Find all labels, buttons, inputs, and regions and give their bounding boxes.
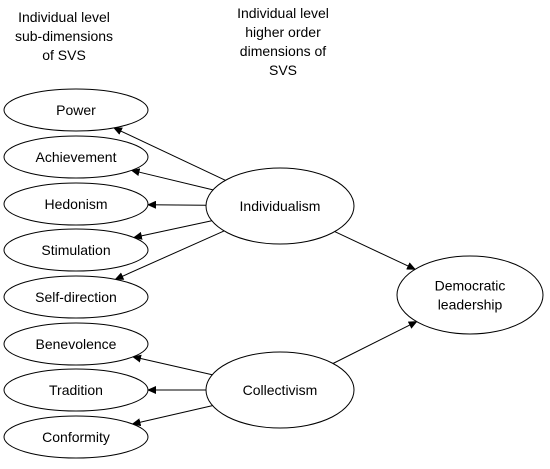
edges bbox=[112, 127, 418, 427]
node-label: Conformity bbox=[42, 429, 110, 445]
arrow-individualism-to-self-direction bbox=[114, 230, 225, 280]
node-ellipse bbox=[3, 322, 149, 366]
header-line: dimensions of bbox=[240, 43, 326, 59]
column-header-higher-order: Individual level higher order dimensions… bbox=[237, 5, 329, 78]
node-label: Achievement bbox=[36, 149, 117, 165]
node-label: Power bbox=[56, 102, 96, 118]
node-ellipse bbox=[3, 182, 149, 226]
column-header-sub-dimensions: Individual level sub-dimensions of SVS bbox=[15, 9, 113, 63]
arrow-collectivism-to-conformity bbox=[131, 405, 213, 427]
node-label: Stimulation bbox=[41, 242, 110, 258]
node-label: Collectivism bbox=[243, 382, 318, 398]
header-line: Individual level bbox=[18, 9, 110, 25]
node-power: Power bbox=[3, 88, 149, 132]
arrow-individualism-to-democratic-leadership bbox=[334, 231, 417, 270]
node-ellipse bbox=[205, 167, 355, 245]
nodes: PowerAchievementHedonismStimulationSelf-… bbox=[3, 88, 544, 459]
node-ellipse bbox=[396, 255, 544, 335]
header-line: Individual level bbox=[237, 5, 329, 21]
header-line: higher order bbox=[245, 24, 321, 40]
node-ellipse bbox=[3, 275, 149, 319]
node-individualism: Individualism bbox=[205, 167, 355, 245]
node-conformity: Conformity bbox=[3, 415, 149, 459]
node-ellipse bbox=[3, 228, 149, 272]
node-ellipse bbox=[205, 351, 355, 429]
node-label: Self-direction bbox=[35, 289, 117, 305]
node-tradition: Tradition bbox=[3, 368, 149, 412]
arrow-collectivism-to-benevolence bbox=[132, 354, 213, 376]
node-label: Individualism bbox=[240, 198, 321, 214]
node-label: Tradition bbox=[49, 382, 103, 398]
arrow-individualism-to-stimulation bbox=[132, 220, 212, 240]
node-ellipse bbox=[3, 135, 149, 179]
node-label: Democratic bbox=[435, 278, 506, 294]
node-ellipse bbox=[3, 88, 149, 132]
header-line: SVS bbox=[269, 62, 297, 78]
node-label: leadership bbox=[438, 297, 503, 313]
header-line: sub-dimensions bbox=[15, 28, 113, 44]
header-line: of SVS bbox=[42, 47, 86, 63]
arrow-individualism-to-power bbox=[112, 127, 226, 181]
node-benevolence: Benevolence bbox=[3, 322, 149, 366]
node-ellipse bbox=[3, 415, 149, 459]
node-label: Benevolence bbox=[36, 336, 117, 352]
node-achievement: Achievement bbox=[3, 135, 149, 179]
node-democratic-leadership: Democratic leadership bbox=[396, 255, 544, 335]
node-label: Hedonism bbox=[44, 196, 107, 212]
node-self-direction: Self-direction bbox=[3, 275, 149, 319]
node-ellipse bbox=[3, 368, 149, 412]
arrow-individualism-to-achievement bbox=[130, 168, 214, 191]
node-hedonism: Hedonism bbox=[3, 182, 149, 226]
node-collectivism: Collectivism bbox=[205, 351, 355, 429]
arrow-collectivism-to-democratic-leadership bbox=[332, 321, 418, 364]
node-stimulation: Stimulation bbox=[3, 228, 149, 272]
arrow-individualism-to-hedonism bbox=[147, 200, 207, 209]
